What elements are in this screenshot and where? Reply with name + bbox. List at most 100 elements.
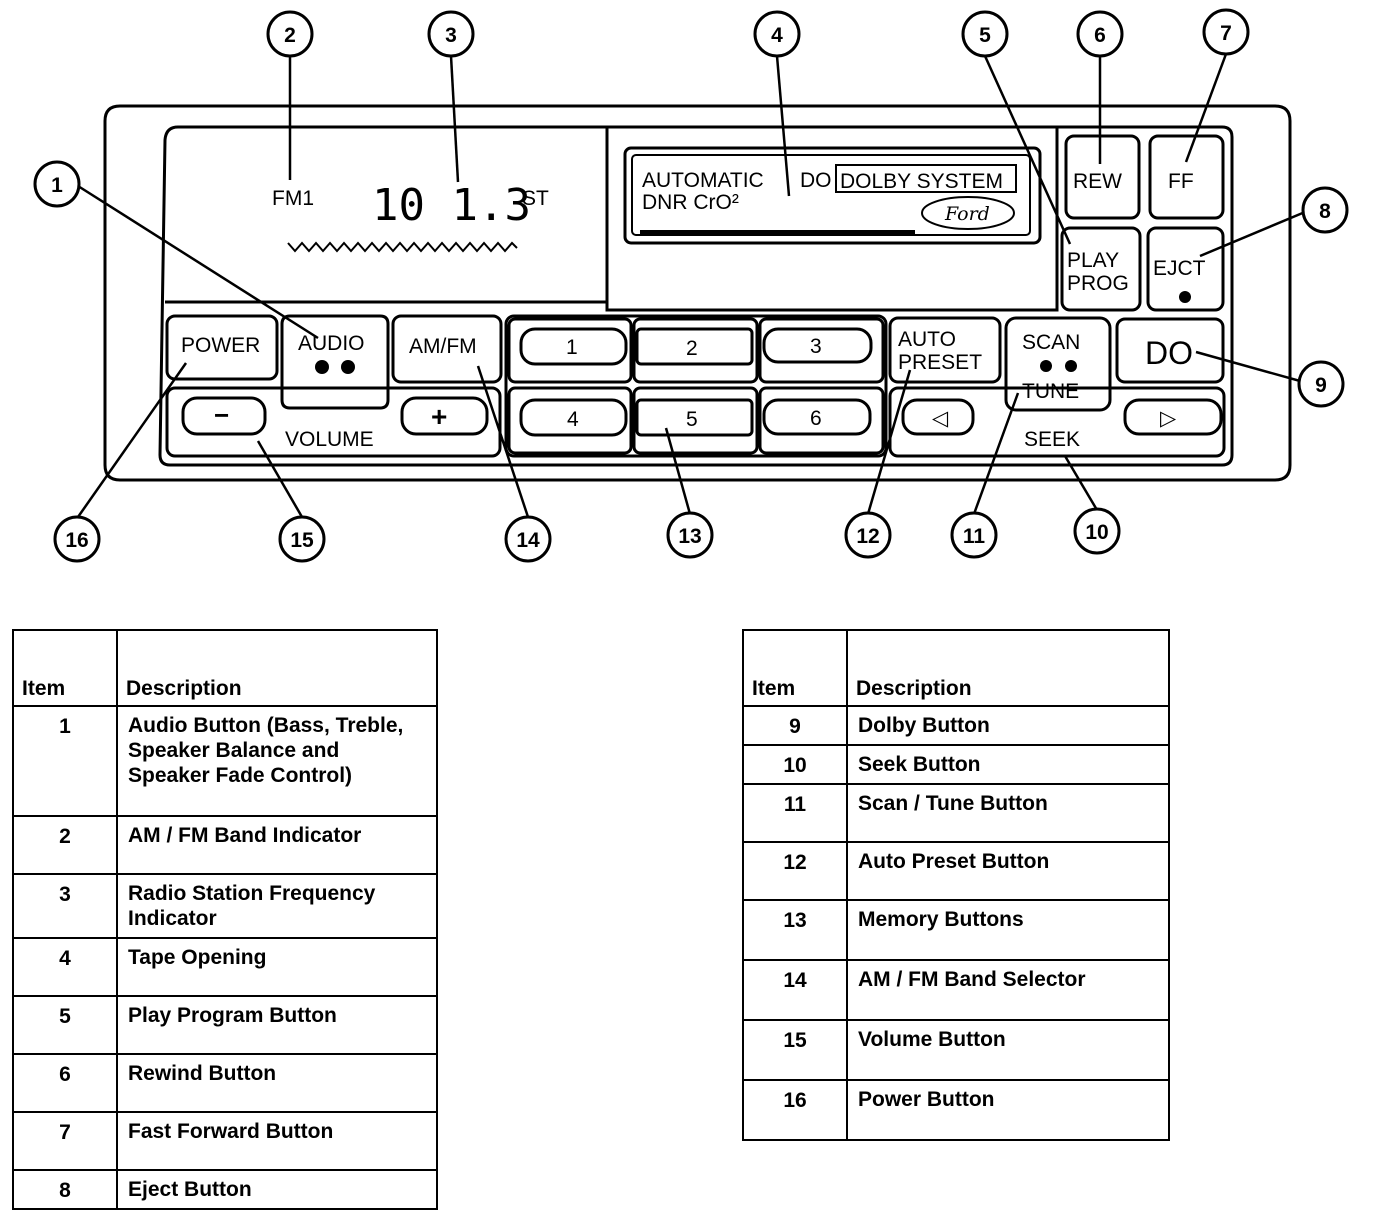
volume-label: VOLUME [285, 428, 374, 451]
audio-button[interactable]: AUDIO [280, 314, 390, 410]
callout-4: 4 [753, 10, 801, 58]
svg-text:▷: ▷ [1160, 407, 1177, 430]
legend-description: Scan / Tune Button [846, 783, 1170, 843]
legend-header-row: Item Description [742, 629, 1170, 707]
band-indicator: FM1 [272, 187, 314, 210]
svg-text:2: 2 [686, 337, 698, 360]
svg-text:PROG: PROG [1067, 272, 1129, 295]
legend-description: Tape Opening [116, 937, 438, 997]
preset-6-button[interactable]: 6 [758, 386, 885, 455]
volume-up-button[interactable]: + [400, 396, 489, 436]
radio-housing [103, 104, 1292, 482]
svg-text:PRESET: PRESET [898, 351, 982, 374]
dolby-button[interactable]: DO [1115, 317, 1225, 384]
legend-description: Radio Station Frequency Indicator [116, 873, 438, 939]
legend-description-header: Description [846, 629, 1170, 707]
svg-text:EJCT: EJCT [1153, 257, 1206, 280]
tape-opening[interactable] [623, 146, 1042, 245]
legend-item: 2 [12, 815, 118, 875]
table-row: 7 Fast Forward Button [12, 1111, 438, 1171]
svg-text:14: 14 [516, 529, 540, 552]
table-row: 10 Seek Button [742, 744, 1170, 785]
legend-item: 3 [12, 873, 118, 939]
legend-description: Fast Forward Button [116, 1111, 438, 1171]
power-button[interactable]: POWER [165, 314, 279, 381]
preset-4-button[interactable]: 4 [507, 386, 633, 455]
seek-label: SEEK [1024, 428, 1080, 451]
svg-text:9: 9 [1315, 374, 1327, 397]
legend-description: Volume Button [846, 1019, 1170, 1081]
tape-automatic-label: AUTOMATIC [642, 169, 764, 192]
legend-description: Dolby Button [846, 705, 1170, 746]
svg-text:REW: REW [1073, 170, 1122, 193]
legend-item: 9 [742, 705, 848, 746]
callout-3: 3 [427, 10, 475, 58]
legend-item-header: Item [742, 629, 848, 707]
auto-preset-button[interactable]: AUTO PRESET [888, 316, 1002, 384]
callout-14: 14 [504, 515, 552, 563]
legend-header-row: Item Description [12, 629, 438, 707]
svg-text:POWER: POWER [181, 334, 260, 357]
svg-text:13: 13 [678, 525, 701, 548]
tape-dnr-label: DNR CrO² [642, 191, 739, 214]
tape-bay [605, 125, 1059, 312]
table-row: 3 Radio Station Frequency Indicator [12, 873, 438, 939]
callout-11: 11 [950, 511, 998, 559]
svg-text:−: − [214, 400, 229, 430]
volume-down-button[interactable]: − [181, 396, 267, 436]
amfm-button[interactable]: AM/FM [391, 314, 503, 384]
table-row: 2 AM / FM Band Indicator [12, 815, 438, 875]
table-row: 5 Play Program Button [12, 995, 438, 1055]
svg-text:◁: ◁ [932, 407, 949, 430]
svg-text:+: + [431, 401, 447, 432]
svg-text:FF: FF [1168, 170, 1194, 193]
callout-1: 1 [33, 160, 81, 208]
legend-item: 5 [12, 995, 118, 1055]
svg-text:1: 1 [51, 174, 63, 197]
svg-text:16: 16 [65, 529, 88, 552]
legend-description: Play Program Button [116, 995, 438, 1055]
stereo-indicator: ST [522, 187, 549, 210]
svg-text:AM/FM: AM/FM [409, 335, 477, 358]
signal-bar [287, 241, 518, 253]
legend-description: Eject Button [116, 1169, 438, 1210]
eject-button[interactable]: EJCT [1146, 226, 1225, 312]
callout-2: 2 [266, 10, 314, 58]
table-row: 9 Dolby Button [742, 705, 1170, 746]
svg-text:6: 6 [1094, 24, 1106, 47]
legend-description: Audio Button (Bass, Treble, Speaker Bala… [116, 705, 438, 817]
scan-tune-button[interactable]: SCAN TUNE [1004, 316, 1112, 412]
preset-2-button[interactable]: 2 [632, 317, 759, 384]
legend-item: 1 [12, 705, 118, 817]
svg-text:5: 5 [686, 408, 698, 431]
svg-text:SCAN: SCAN [1022, 331, 1080, 354]
table-row: 8 Eject Button [12, 1169, 438, 1210]
svg-text:10: 10 [1085, 521, 1108, 544]
callout-leaders [76, 53, 1306, 518]
svg-text:PLAY: PLAY [1067, 249, 1119, 272]
svg-text:4: 4 [771, 24, 783, 47]
tape-dolby-symbol: DO [800, 169, 832, 192]
svg-text:11: 11 [963, 525, 986, 548]
rew-button[interactable]: REW [1064, 134, 1141, 220]
legend-description: Memory Buttons [846, 899, 1170, 961]
preset-1-button[interactable]: 1 [507, 317, 633, 384]
table-row: 13 Memory Buttons [742, 899, 1170, 961]
seek-right-button[interactable]: ▷ [1123, 398, 1223, 436]
seek-left-button[interactable]: ◁ [901, 398, 975, 436]
preset-3-button[interactable]: 3 [758, 317, 885, 384]
legend-description: Seek Button [846, 744, 1170, 785]
ff-button[interactable]: FF [1148, 134, 1225, 220]
svg-text:AUDIO: AUDIO [298, 332, 365, 355]
faceplate [158, 125, 1234, 467]
legend-item: 8 [12, 1169, 118, 1210]
legend-description: Power Button [846, 1079, 1170, 1141]
play-prog-button[interactable]: PLAY PROG [1060, 226, 1142, 312]
svg-text:DO: DO [1145, 335, 1193, 371]
legend-table-right: Item Description 9 Dolby Button 10 Seek … [742, 629, 1170, 1141]
svg-text:3: 3 [445, 24, 457, 47]
svg-text:TUNE: TUNE [1022, 380, 1079, 403]
callout-7: 7 [1202, 8, 1250, 56]
svg-text:7: 7 [1220, 22, 1232, 45]
preset-5-button[interactable]: 5 [632, 386, 759, 455]
